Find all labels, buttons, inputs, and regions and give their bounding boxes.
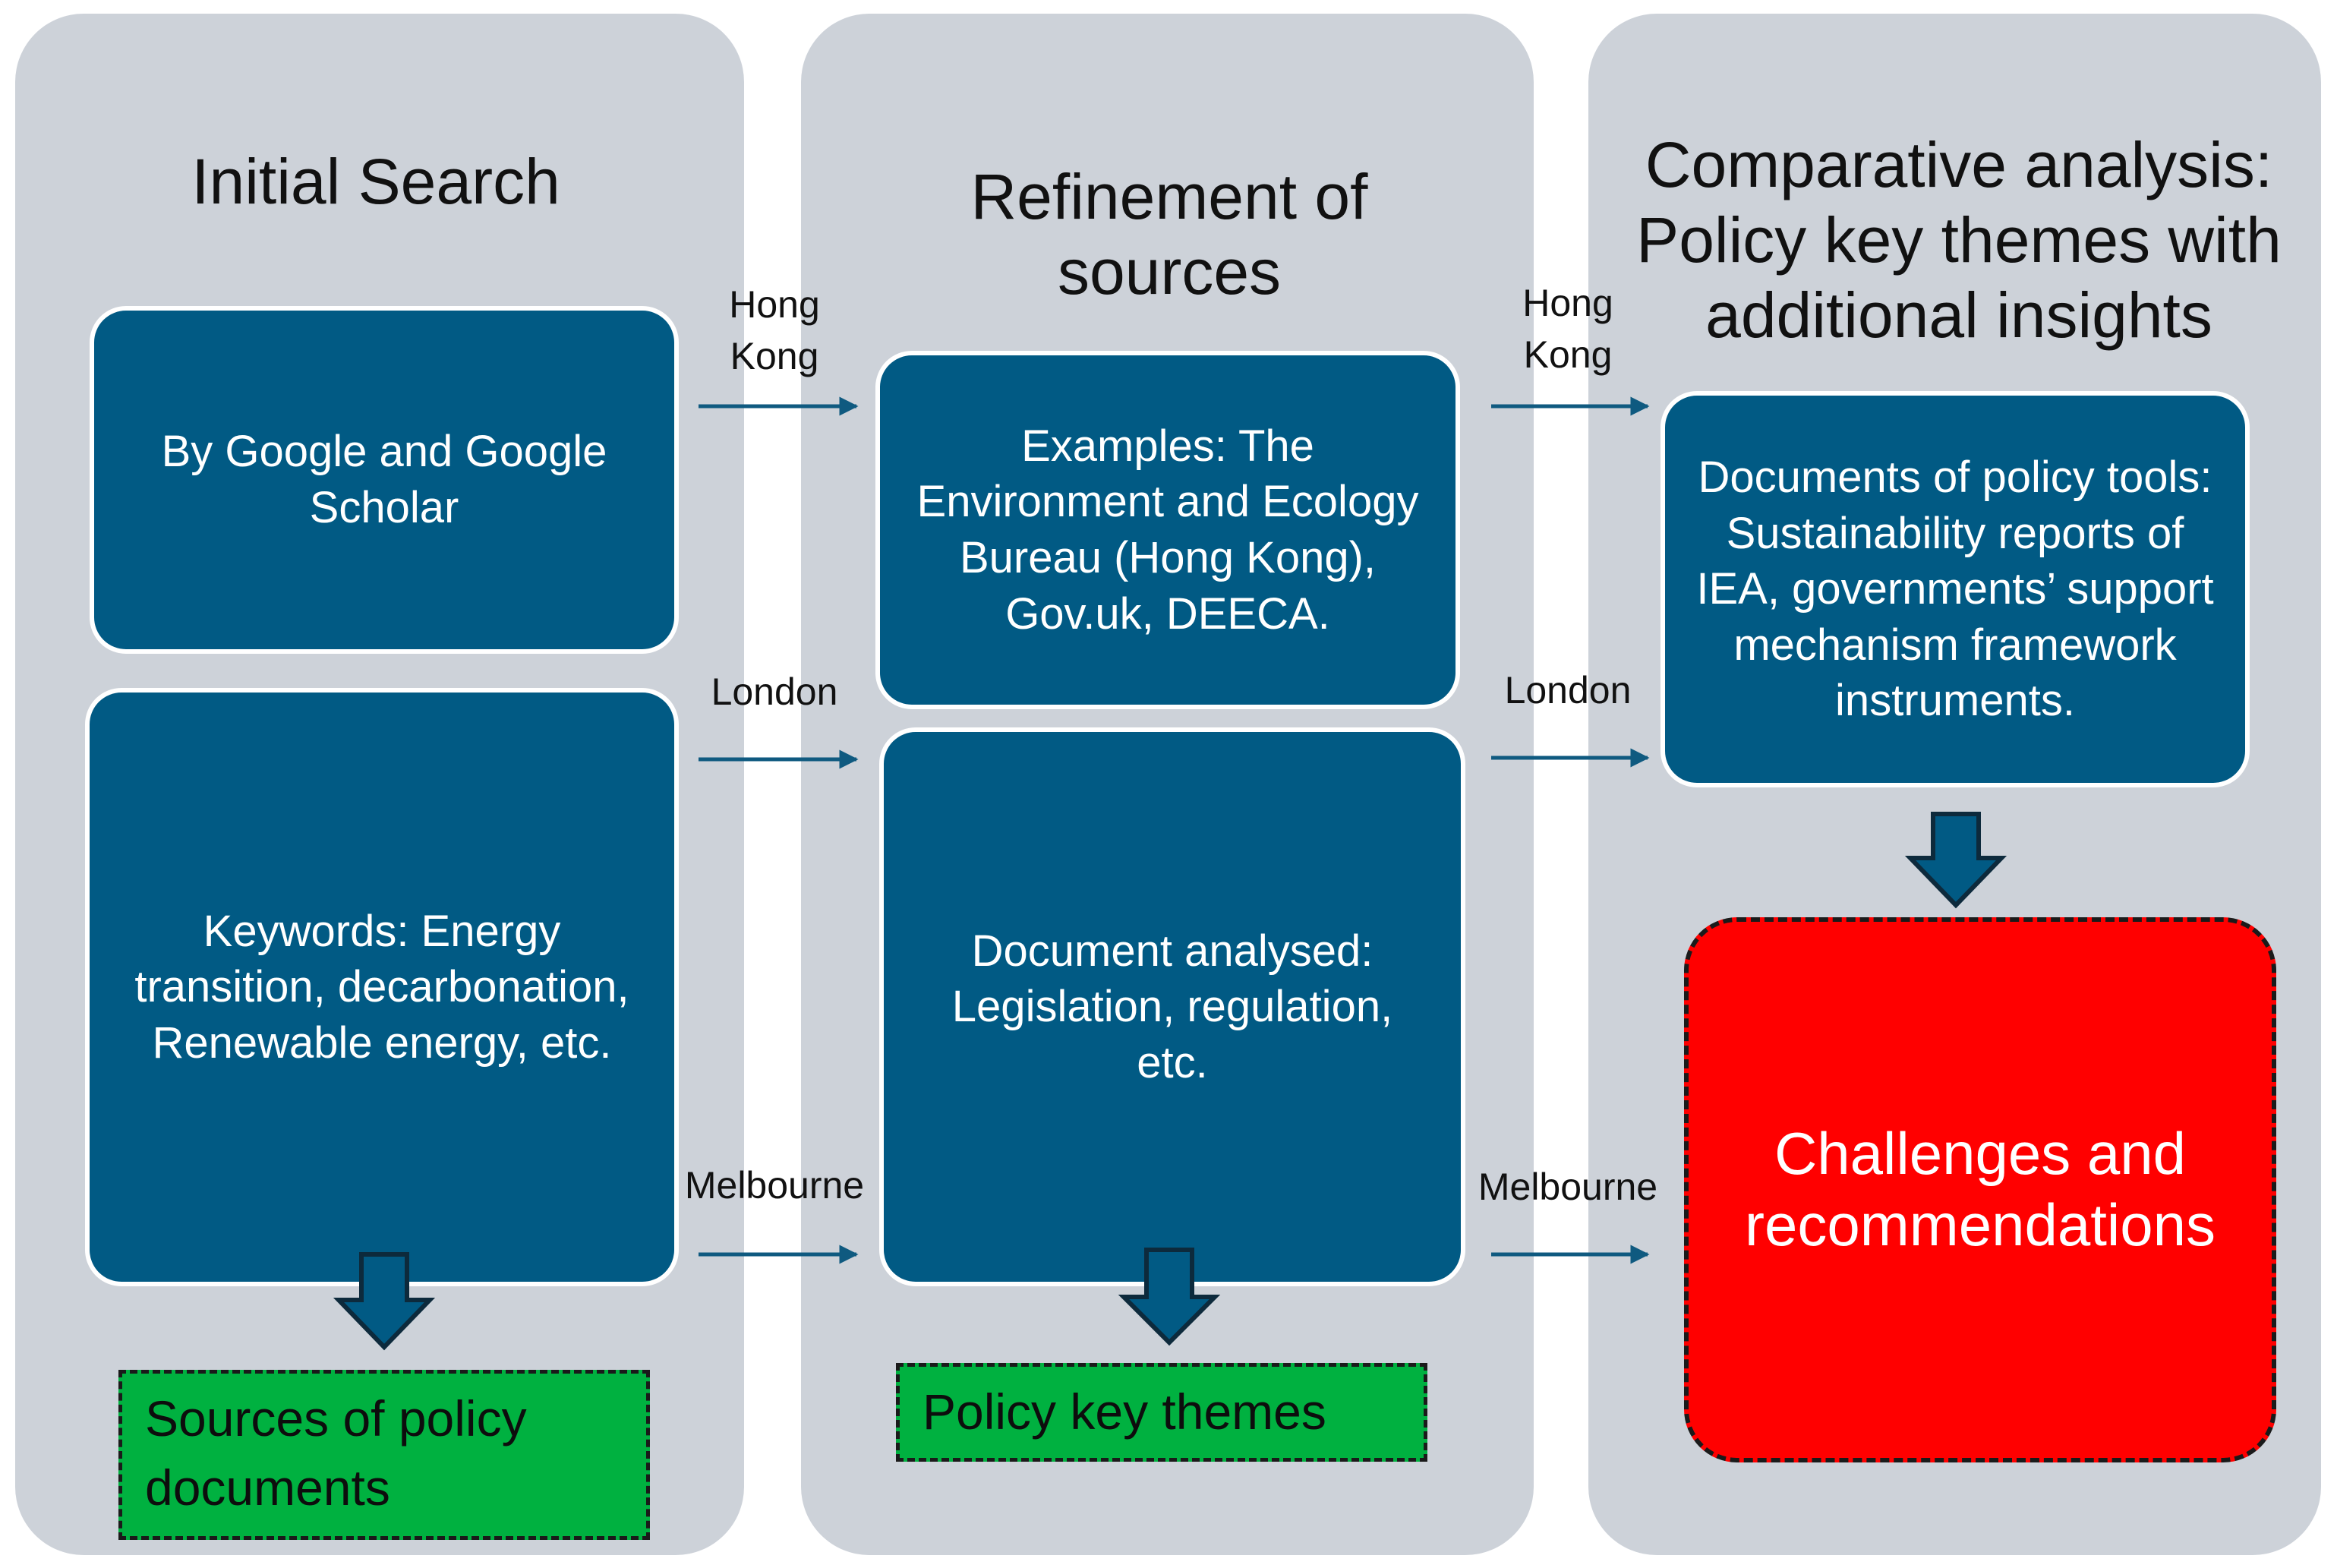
down-arrow-comparative: [1904, 812, 2007, 909]
column-title-refinement: Refinement of sources: [970, 161, 1368, 308]
box-google-search-text: By Google and Google Scholar: [161, 427, 607, 532]
output-sources-text: Sources of policy documents: [145, 1390, 527, 1516]
box-examples-text: Examples: The Environment and Ecology Bu…: [916, 421, 1419, 639]
box-policy-tools: Documents of policy tools: Sustainabilit…: [1660, 391, 2250, 787]
city-label-london-1: London: [711, 670, 838, 713]
down-arrow-refinement: [1118, 1248, 1221, 1346]
output-policy-key-themes: Policy key themes: [896, 1363, 1427, 1462]
city-label-london-2: London: [1504, 669, 1632, 711]
output-challenges-text: Challenges and recommendations: [1745, 1120, 2216, 1258]
box-keywords: Keywords: Energy transition, decarbonati…: [85, 688, 679, 1286]
box-google-search: By Google and Google Scholar: [90, 306, 679, 654]
box-examples: Examples: The Environment and Ecology Bu…: [875, 351, 1460, 709]
output-sources-of-policy-documents: Sources of policy documents: [118, 1370, 650, 1540]
box-documents-analysed-text: Document analysed: Legislation, regulati…: [951, 926, 1393, 1087]
output-challenges-and-recommendations: Challenges and recommendations: [1684, 917, 2276, 1462]
output-themes-text: Policy key themes: [922, 1383, 1326, 1440]
city-label-melbourne-1: Melbourne: [684, 1164, 865, 1207]
box-policy-tools-text: Documents of policy tools: Sustainabilit…: [1696, 452, 2214, 726]
column-title-comparative: Comparative analysis: Policy key themes …: [1636, 129, 2282, 352]
city-label-hong-kong-1: Hong Kong: [729, 283, 820, 377]
down-arrow-initial-search: [333, 1252, 436, 1351]
box-keywords-text: Keywords: Energy transition, decarbonati…: [134, 906, 629, 1068]
column-title-initial-search: Initial Search: [191, 146, 560, 217]
city-label-melbourne-2: Melbourne: [1478, 1166, 1658, 1208]
city-label-hong-kong-2: Hong Kong: [1522, 282, 1613, 376]
box-documents-analysed: Document analysed: Legislation, regulati…: [879, 727, 1465, 1286]
